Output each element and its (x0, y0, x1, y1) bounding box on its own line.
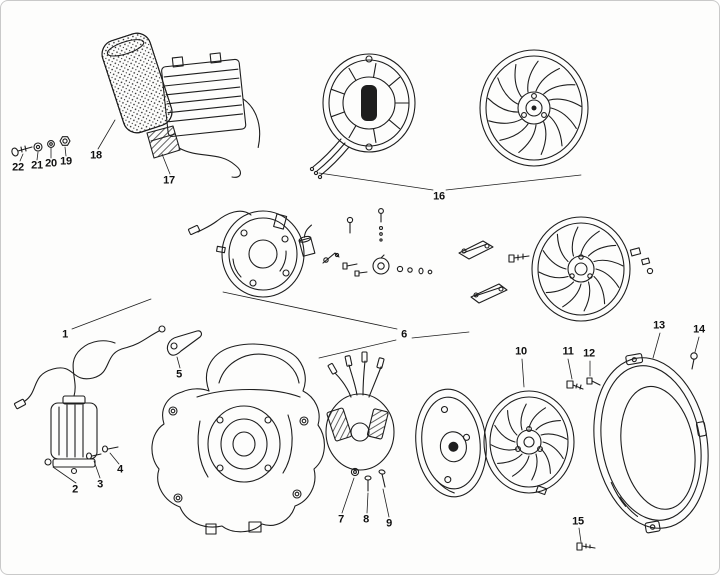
coil-clamp-part17 (146, 125, 241, 178)
callout-20: 20 (45, 157, 57, 170)
leader-lines (19, 119, 700, 543)
drive-plate (415, 388, 487, 498)
crankcase-cover (151, 343, 325, 535)
stator-part16 (309, 53, 416, 180)
screw-part3 (85, 452, 102, 460)
washer-part7 (350, 467, 360, 477)
fan-cover-part13 (593, 353, 709, 534)
callout-14: 14 (693, 323, 705, 336)
screw-part4 (101, 445, 119, 453)
callout-12: 12 (583, 347, 595, 360)
points-and-hardware-part6 (298, 208, 433, 277)
callout-1: 1 (62, 328, 68, 341)
screw-part9 (378, 469, 386, 488)
bolt-part14 (690, 352, 698, 370)
cable-part1 (13, 325, 166, 410)
callout-21: 21 (31, 159, 43, 172)
callout-22: 22 (12, 161, 24, 174)
bolt-part12 (586, 377, 601, 386)
bracket-hardware (458, 240, 530, 304)
callout-18: 18 (90, 149, 102, 162)
callout-8: 8 (363, 513, 369, 526)
callout-13: 13 (653, 319, 665, 332)
bolt-part15 (576, 542, 596, 551)
callout-15: 15 (572, 515, 584, 528)
callout-5: 5 (176, 368, 182, 381)
small-hardware-right (629, 247, 654, 275)
callout-7: 7 (338, 513, 344, 526)
screw-part8 (364, 475, 372, 492)
flywheel-part10 (483, 390, 575, 496)
callout-6: 6 (401, 328, 407, 341)
lever-part5 (166, 330, 202, 356)
bolt-part11 (566, 380, 584, 390)
flywheel-part6-row (531, 216, 631, 322)
stator-lower-part6 (325, 351, 395, 471)
washer-part20 (47, 140, 55, 148)
callout-4: 4 (117, 463, 123, 476)
flywheel-part16 (479, 49, 589, 167)
callout-9: 9 (386, 517, 392, 530)
callout-2: 2 (72, 483, 78, 496)
callout-3: 3 (97, 478, 103, 491)
stator-plate-part6 (187, 210, 305, 298)
callout-10: 10 (515, 345, 527, 358)
callout-11: 11 (562, 345, 574, 358)
nut-part19 (59, 136, 71, 146)
callout-19: 19 (60, 155, 72, 168)
screw-part22 (11, 145, 33, 157)
callout-16: 16 (433, 190, 445, 203)
ignition-coil-part2 (44, 340, 116, 475)
regulator-part17 (161, 52, 261, 149)
callout-17: 17 (163, 174, 175, 187)
washer-part21 (33, 142, 43, 152)
ht-coil-part18 (101, 32, 173, 134)
